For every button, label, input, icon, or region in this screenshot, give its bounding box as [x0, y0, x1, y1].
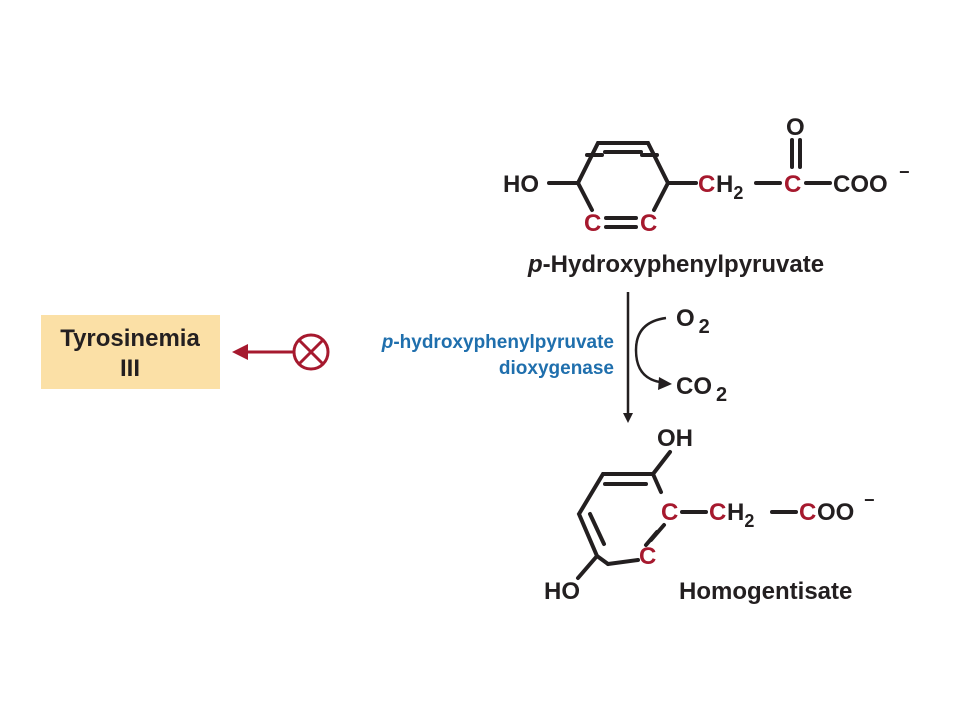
inhibition-circle-x-icon	[292, 333, 330, 371]
enzyme-name-line2: dioxygenase	[499, 358, 614, 379]
product-oxygens: OO	[817, 499, 854, 526]
product-oh: OH	[657, 425, 693, 452]
substrate-ho: HO	[503, 171, 539, 198]
substrate-charge: −	[899, 162, 910, 182]
product-charge: −	[864, 490, 875, 510]
substrate-ring-carbon-right: C	[640, 210, 657, 237]
product-ho: HO	[544, 578, 580, 605]
substrate-carbonyl-carbon: C	[784, 171, 801, 198]
product-structure: OH C C HO C H2 C OO −	[544, 425, 875, 605]
substrate-structure: HO C C C H2 C O COO −	[503, 114, 910, 237]
disease-arrowhead-icon	[232, 344, 248, 360]
product-ring-carbon-b: C	[639, 543, 656, 570]
disease-name-line2: III	[120, 355, 140, 382]
substrate-ch2-carbon: C	[698, 171, 715, 198]
product-name: Homogentisate	[679, 578, 852, 605]
disease-box	[41, 315, 220, 389]
product-ring-carbon-a: C	[661, 499, 678, 526]
substrate-ring-carbon-left: C	[584, 210, 601, 237]
disease-name-line1: Tyrosinemia	[60, 325, 200, 352]
substrate-h2: H2	[716, 171, 743, 203]
arc-arrowhead-icon	[658, 377, 672, 390]
oxygen-consumption-arc	[634, 316, 667, 384]
product-h2: H2	[727, 499, 754, 531]
substrate-name: p-Hydroxyphenylpyruvate	[527, 251, 824, 278]
substrate-carbonyl-oxygen: O	[786, 114, 805, 141]
substrate-carboxylate: COO	[833, 171, 888, 198]
product-carboxyl-carbon: C	[799, 499, 816, 526]
product-ch2-carbon: C	[709, 499, 726, 526]
enzyme-name-line1: p-hydroxyphenylpyruvate	[381, 332, 614, 353]
